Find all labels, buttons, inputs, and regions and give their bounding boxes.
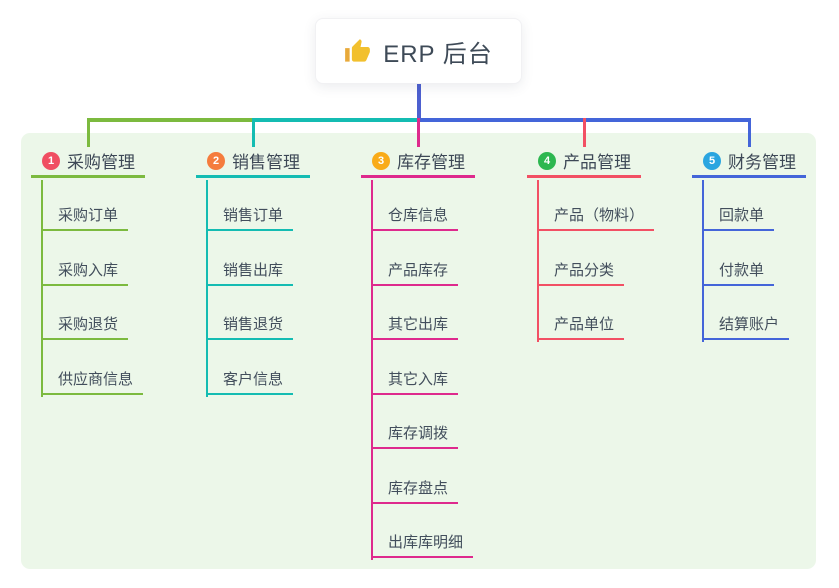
branch-number-badge: 4	[538, 151, 556, 170]
branch-rail-line-4	[537, 180, 539, 342]
root-connector-line	[417, 83, 422, 122]
child-node[interactable]: 客户信息	[206, 370, 294, 395]
child-node[interactable]: 结算账户	[702, 315, 790, 340]
child-node[interactable]: 销售订单	[206, 206, 294, 231]
child-node[interactable]: 出库库明细	[371, 533, 474, 558]
child-node[interactable]: 库存调拨	[371, 424, 459, 449]
branch-label: 库存管理	[397, 153, 465, 172]
child-node[interactable]: 产品单位	[537, 315, 625, 340]
branch-node-4[interactable]: 4 产品管理	[527, 146, 641, 178]
branch-drop-line-4	[583, 118, 586, 147]
child-node[interactable]: 采购退货	[41, 315, 129, 340]
branch-node-5[interactable]: 5 财务管理	[692, 146, 806, 178]
branch-node-3[interactable]: 3 库存管理	[361, 146, 475, 178]
branch-rail-line-1	[41, 180, 43, 397]
branch-number-badge: 3	[372, 151, 390, 170]
branch-drop-line-2	[252, 118, 255, 147]
child-node[interactable]: 其它入库	[371, 370, 459, 395]
child-node[interactable]: 采购订单	[41, 206, 129, 231]
branch-number-badge: 1	[42, 151, 60, 170]
branch-number-badge: 5	[703, 151, 721, 170]
child-node[interactable]: 产品（物料）	[537, 206, 655, 231]
root-title: ERP 后台	[383, 40, 493, 68]
branch-drop-line-3	[417, 118, 420, 147]
branch-node-1[interactable]: 1 采购管理	[31, 146, 145, 178]
child-node[interactable]: 采购入库	[41, 261, 129, 286]
branch-rail-line-3	[371, 180, 373, 560]
branch-label: 产品管理	[563, 153, 631, 172]
branch-number-badge: 2	[207, 151, 225, 170]
branch-label: 财务管理	[728, 153, 796, 172]
branch-label: 销售管理	[232, 153, 300, 172]
bus-segment-left	[87, 118, 254, 122]
branch-rail-line-5	[702, 180, 704, 342]
child-node[interactable]: 产品库存	[371, 261, 459, 286]
branch-drop-line-1	[87, 118, 90, 147]
thumbs-up-icon	[344, 38, 371, 65]
branches-background-panel	[21, 133, 816, 569]
branch-drop-line-5	[748, 118, 751, 147]
child-node[interactable]: 供应商信息	[41, 370, 144, 395]
child-node[interactable]: 产品分类	[537, 261, 625, 286]
child-node[interactable]: 付款单	[702, 261, 775, 286]
bus-segment-middle	[253, 118, 420, 122]
root-node[interactable]: ERP 后台	[315, 18, 522, 84]
child-node[interactable]: 仓库信息	[371, 206, 459, 231]
child-node[interactable]: 其它出库	[371, 315, 459, 340]
child-node[interactable]: 销售出库	[206, 261, 294, 286]
branch-node-2[interactable]: 2 销售管理	[196, 146, 310, 178]
branch-rail-line-2	[206, 180, 208, 397]
branch-label: 采购管理	[67, 153, 135, 172]
child-node[interactable]: 库存盘点	[371, 479, 459, 504]
child-node[interactable]: 回款单	[702, 206, 775, 231]
child-node[interactable]: 销售退货	[206, 315, 294, 340]
